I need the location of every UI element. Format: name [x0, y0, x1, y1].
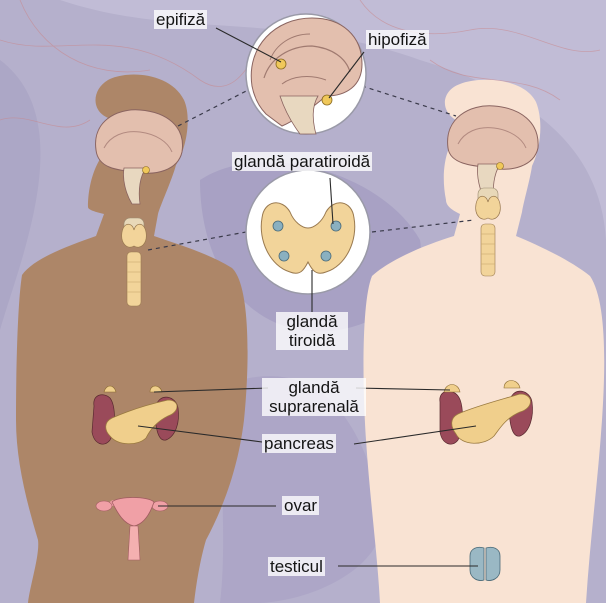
label-tiroida-line1: glandă [278, 312, 346, 331]
label-ovar: ovar [282, 496, 319, 515]
female-trachea [127, 252, 141, 306]
female-ovary [96, 501, 112, 511]
parathyroid [273, 221, 283, 231]
label-tiroida: glandă tiroidă [276, 312, 348, 350]
parathyroid [321, 251, 331, 261]
label-tiroida-line2: tiroidă [278, 331, 346, 350]
parathyroid [279, 251, 289, 261]
male-trachea [481, 224, 495, 276]
label-epifiza: epifiză [154, 10, 207, 29]
label-suprarenala: glandă suprarenală [262, 378, 366, 416]
label-suprarenala-line2: suprarenală [264, 397, 364, 416]
male-testicle [486, 547, 500, 580]
female-pituitary [143, 167, 150, 174]
label-paratiroida: glandă paratiroidă [232, 152, 372, 171]
male-testicle [470, 547, 484, 580]
thyroid-zoom-circle [246, 170, 370, 294]
label-testicul: testicul [268, 557, 325, 576]
label-hipofiza: hipofiză [366, 30, 429, 49]
label-pancreas: pancreas [262, 434, 336, 453]
male-pituitary [497, 163, 504, 170]
label-suprarenala-line1: glandă [264, 378, 364, 397]
brain-zoom-circle [246, 14, 366, 134]
